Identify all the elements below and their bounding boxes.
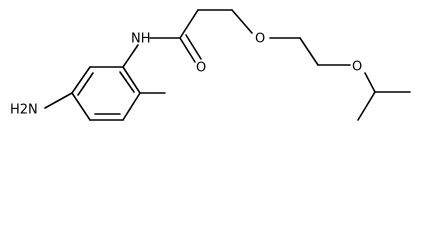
isopropyl-bond bbox=[357, 91, 376, 121]
ring-bond bbox=[122, 66, 141, 94]
carbonyl-double-bond bbox=[185, 34, 202, 60]
carbonyl-to-ch2-bond bbox=[179, 9, 199, 39]
ring-double-bond bbox=[119, 71, 135, 93]
o2-to-ch-bond bbox=[364, 72, 376, 93]
ether-o2-label: O bbox=[352, 60, 362, 75]
ring-bond bbox=[71, 66, 91, 94]
amide-nh-label: NH bbox=[131, 32, 151, 47]
amine-bond bbox=[44, 92, 73, 109]
ring-bond bbox=[122, 92, 141, 121]
ch2-ch2-bond-2 bbox=[299, 37, 319, 66]
amine-h2n-label: H2N bbox=[10, 103, 38, 118]
ch2-to-o-bond bbox=[231, 9, 253, 34]
ring-to-nh-bond bbox=[122, 44, 139, 68]
ring-bond bbox=[71, 92, 91, 121]
carbonyl-o-label: O bbox=[196, 61, 206, 76]
ring-double-bond bbox=[77, 72, 94, 96]
carbonyl-double-bond bbox=[179, 37, 196, 63]
structure-canvas: NH O O O H2N bbox=[10, 9, 411, 121]
benzene-ring bbox=[71, 66, 141, 121]
ether-o1-label: O bbox=[255, 32, 265, 47]
molecule-structure: NH O O O H2N bbox=[10, 9, 411, 121]
